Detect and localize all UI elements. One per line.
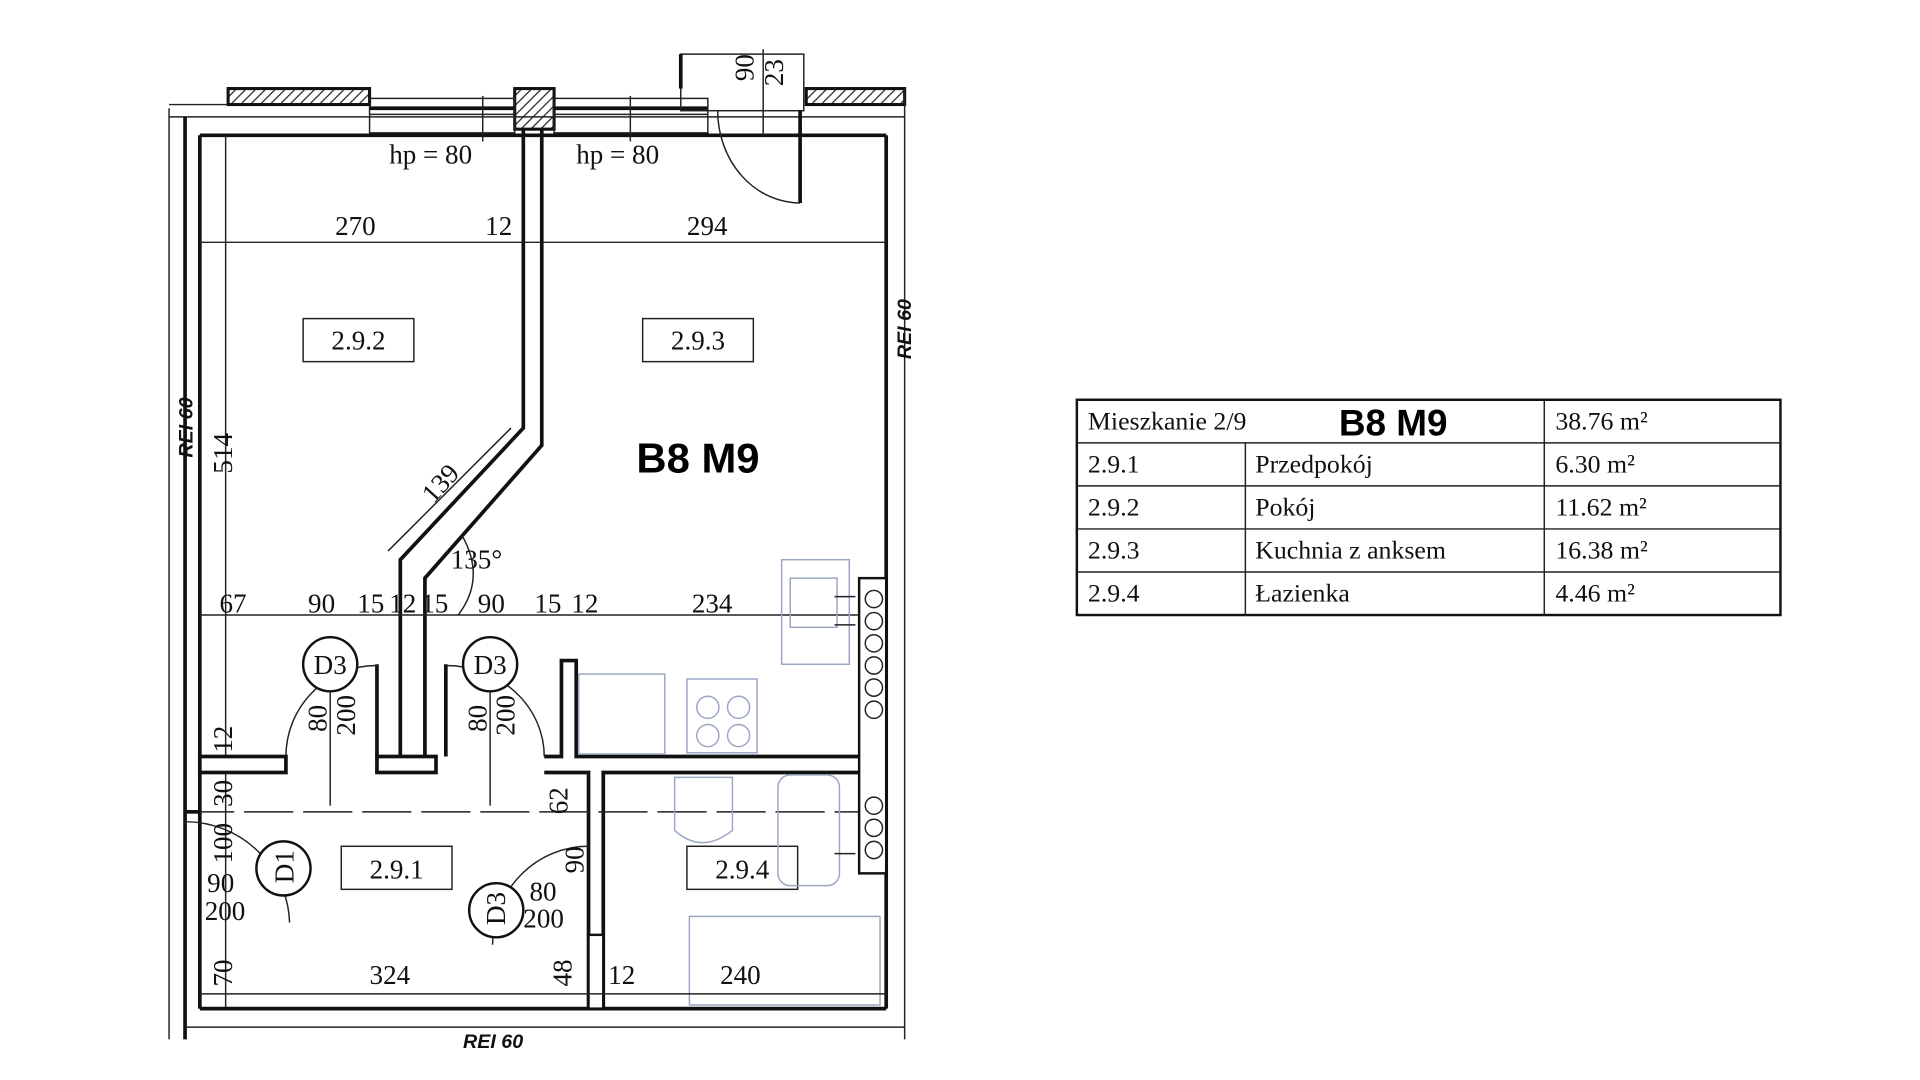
dim-100-left: 100: [208, 823, 238, 864]
svg-text:2.9.1: 2.9.1: [1088, 449, 1140, 478]
svg-text:D3: D3: [314, 650, 347, 680]
svg-text:11.62 m²: 11.62 m²: [1555, 492, 1647, 521]
dim-48: 48: [547, 959, 577, 986]
ventilation-ducts: [834, 576, 888, 875]
dim-30-left: 30: [208, 780, 238, 807]
dim-324: 324: [370, 960, 411, 990]
svg-text:200: 200: [523, 903, 564, 933]
svg-text:D3: D3: [481, 892, 511, 925]
dim-12: 12: [571, 589, 598, 619]
svg-text:90: 90: [560, 846, 590, 873]
svg-text:2.9.2: 2.9.2: [331, 325, 385, 355]
svg-text:200: 200: [331, 695, 361, 736]
svg-text:80: 80: [529, 876, 556, 906]
dim-90: 90: [478, 589, 505, 619]
window-right: [553, 95, 709, 142]
svg-text:D3: D3: [474, 650, 507, 680]
table-row: 2.9.1 Przedpokój 6.30 m²: [1088, 449, 1635, 478]
svg-text:90: 90: [207, 868, 234, 898]
dim-15: 15: [534, 589, 561, 619]
room-tag-2.9.1: 2.9.1: [340, 845, 453, 891]
balcony-door: 90 23: [678, 49, 805, 204]
table-row: 2.9.2 Pokój 11.62 m²: [1088, 492, 1647, 521]
svg-text:4.46 m²: 4.46 m²: [1555, 579, 1635, 608]
interior-walls: [185, 658, 887, 1010]
svg-text:200: 200: [205, 896, 246, 926]
svg-text:80: 80: [462, 705, 492, 732]
balcony-dim-23: 23: [759, 59, 789, 86]
room-tag-2.9.4: 2.9.4: [686, 845, 799, 891]
window-height-left: hp = 80: [389, 140, 472, 170]
dim-234: 234: [692, 589, 733, 619]
apartment-name: Mieszkanie 2/9: [1088, 406, 1247, 435]
svg-text:80: 80: [303, 705, 333, 732]
table-row: 2.9.3 Kuchnia z anksem 16.38 m²: [1088, 535, 1648, 564]
area-table: Mieszkanie 2/9 B8 M9 38.76 m² 2.9.1 Prze…: [1075, 398, 1782, 617]
door-d3-room-2.9.3: D3 80 200: [443, 635, 545, 806]
svg-text:Przedpokój: Przedpokój: [1255, 449, 1373, 478]
dim-15: 15: [357, 589, 384, 619]
window-height-right: hp = 80: [576, 140, 659, 170]
dim-12-left: 12: [208, 726, 238, 753]
fire-rating-left: REI 60: [175, 397, 197, 457]
svg-text:2.9.1: 2.9.1: [370, 854, 424, 884]
balcony-dim-90: 90: [729, 54, 759, 81]
dim-12-bottom: 12: [608, 960, 635, 990]
svg-text:Kuchnia z anksem: Kuchnia z anksem: [1255, 535, 1446, 564]
dim-90: 90: [308, 589, 335, 619]
svg-text:200: 200: [491, 695, 521, 736]
dim-12: 12: [485, 211, 512, 241]
svg-text:2.9.3: 2.9.3: [1088, 535, 1140, 564]
svg-text:Pokój: Pokój: [1255, 492, 1315, 521]
dim-62: 62: [544, 787, 574, 814]
bathroom-fixtures: [673, 774, 881, 1006]
svg-text:2.9.2: 2.9.2: [1088, 492, 1140, 521]
dim-15: 15: [421, 589, 448, 619]
svg-text:D1: D1: [269, 850, 299, 883]
apartment-code: B8 M9: [1339, 402, 1448, 443]
floor-plan: 90 23 hp = 80 hp = 80 270 12 294 139 135…: [168, 49, 916, 1053]
apartment-label: B8 M9: [636, 434, 759, 481]
dim-294: 294: [687, 211, 728, 241]
fire-rating-bottom: REI 60: [463, 1031, 523, 1053]
dim-67: 67: [219, 589, 246, 619]
angle-135: 135°: [451, 544, 502, 574]
dim-240: 240: [720, 960, 761, 990]
svg-text:2.9.4: 2.9.4: [1088, 579, 1140, 608]
dim-514: 514: [208, 433, 238, 474]
kitchen-fixtures: [577, 558, 851, 755]
door-d3-room-2.9.2: D3 80 200: [285, 635, 379, 806]
room-tag-2.9.3: 2.9.3: [641, 317, 755, 363]
room-tag-2.9.2: 2.9.2: [302, 317, 415, 363]
apartment-total-area: 38.76 m²: [1555, 406, 1648, 435]
svg-text:2.9.4: 2.9.4: [715, 854, 770, 884]
svg-text:16.38 m²: 16.38 m²: [1555, 535, 1648, 564]
fire-rating-right: REI 60: [894, 299, 916, 359]
svg-text:Łazienka: Łazienka: [1255, 579, 1350, 608]
door-d1-entrance: D1 90 200: [185, 810, 312, 926]
dim-270: 270: [335, 211, 376, 241]
window-left: [368, 95, 516, 142]
door-d3-bathroom: D3 80 200 90: [467, 845, 590, 945]
table-header-row: Mieszkanie 2/9 B8 M9 38.76 m²: [1088, 402, 1648, 443]
svg-text:6.30 m²: 6.30 m²: [1555, 449, 1635, 478]
dim-70-left: 70: [208, 959, 238, 986]
dim-12: 12: [389, 589, 416, 619]
table-row: 2.9.4 Łazienka 4.46 m²: [1088, 579, 1635, 608]
svg-text:2.9.3: 2.9.3: [671, 325, 725, 355]
